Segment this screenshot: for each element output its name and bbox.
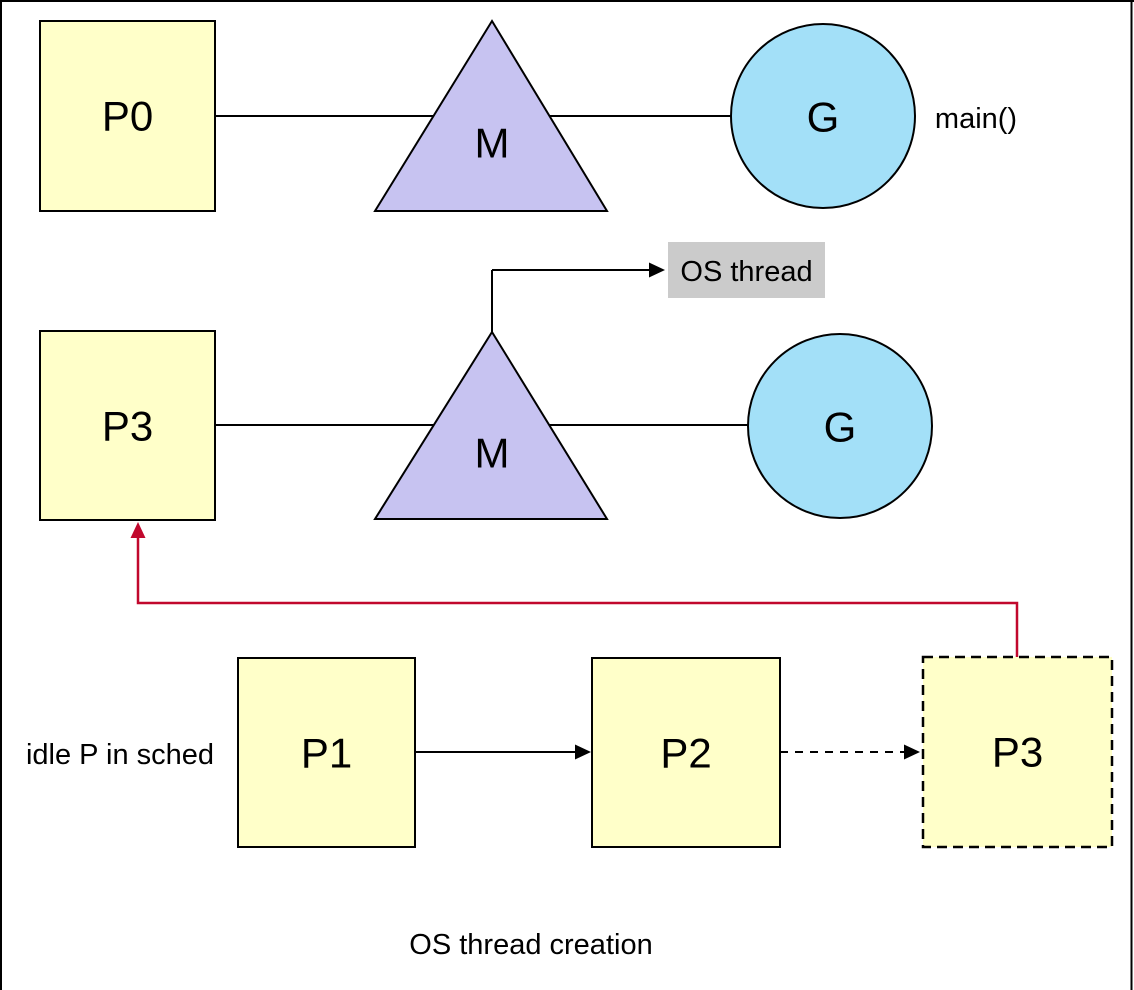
p0-label: P0 xyxy=(102,93,153,140)
diagram-caption: OS thread creation xyxy=(409,929,652,961)
p1-box xyxy=(237,657,416,848)
p3-dashed-label: P3 xyxy=(992,729,1043,776)
m-label-main: M xyxy=(475,120,510,167)
g-label-spawn: G xyxy=(824,404,857,451)
os-thread-arrowhead xyxy=(649,262,665,278)
p1-label: P1 xyxy=(301,730,352,777)
idle-p-note: idle P in sched xyxy=(26,739,214,771)
main-func-note: main() xyxy=(935,103,1017,135)
p3-promotion-arrow-path xyxy=(136,534,1019,657)
os-thread-badge-label: OS thread xyxy=(680,256,812,288)
p3-dashed-box xyxy=(921,655,1114,849)
p2-label: P2 xyxy=(660,730,711,777)
g-label-main: G xyxy=(807,94,840,141)
p2-box xyxy=(591,657,781,848)
g-circle-spawn xyxy=(747,333,933,519)
g-circle-main xyxy=(730,23,916,209)
p0-box xyxy=(39,20,216,212)
os-thread-badge xyxy=(668,242,825,298)
m-triangle-spawn xyxy=(373,330,609,520)
p1-p2-arrowhead xyxy=(575,744,591,760)
p3-promotion-arrowhead xyxy=(130,522,146,538)
m-label-spawn: M xyxy=(475,430,510,477)
p3-label: P3 xyxy=(102,403,153,450)
m-triangle-main xyxy=(373,19,609,212)
p3-box xyxy=(39,330,216,521)
p2-p3-arrowhead xyxy=(904,744,920,760)
